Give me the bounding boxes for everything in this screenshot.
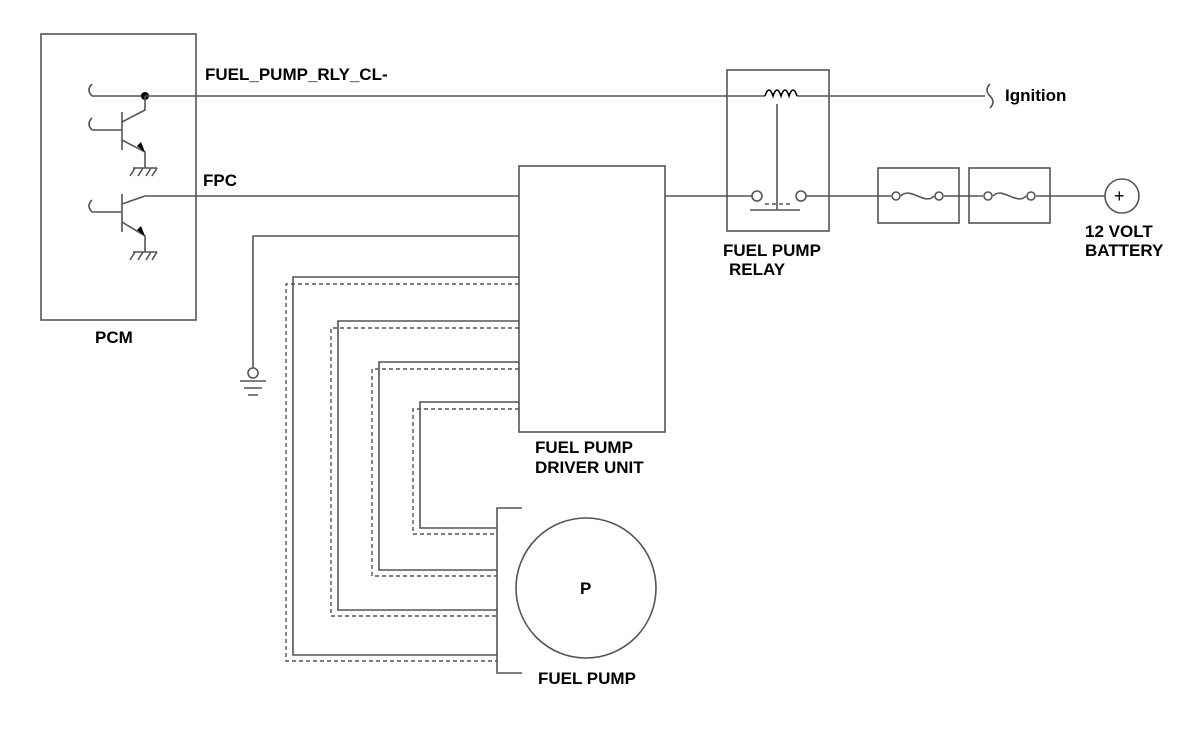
- battery: + 12 VOLT BATTERY: [1085, 178, 1164, 260]
- ignition-label: Ignition: [1005, 86, 1066, 105]
- pump-connector: [496, 507, 522, 674]
- fuel-pump-driver-unit: [518, 165, 666, 433]
- relay-label-line2: RELAY: [729, 260, 786, 279]
- transistor-arrow-top: [137, 142, 145, 152]
- relay-contact-right: [795, 190, 807, 202]
- pcm-transistor-top: [88, 96, 146, 168]
- pump-shield-3: [371, 368, 519, 577]
- fpc-label: FPC: [203, 171, 237, 190]
- relay-signal-label: FUEL_PUMP_RLY_CL-: [205, 65, 388, 84]
- fuse-terminal: [934, 191, 944, 201]
- pump-shield-1: [285, 283, 519, 662]
- pcm-module: PCM: [40, 33, 200, 347]
- pump-wire-4: [419, 401, 519, 529]
- fuse-element-1: [878, 192, 959, 200]
- fuse-terminal: [983, 191, 993, 201]
- pump-motor-circle: [515, 517, 657, 659]
- fuse-element-2: [969, 192, 1050, 200]
- pump-wire-3: [378, 361, 519, 571]
- battery-plus-sign: +: [1114, 186, 1125, 206]
- ground-bars: [240, 380, 266, 396]
- pump-shield-4: [412, 408, 519, 535]
- fuel-pump-label: FUEL PUMP: [538, 669, 636, 688]
- pcm-box: [40, 33, 197, 321]
- transistor-arrow-bottom: [137, 226, 145, 236]
- pcm-label: PCM: [95, 328, 133, 347]
- ignition-connector: [986, 83, 994, 109]
- pcm-input-stub-top: [88, 83, 145, 97]
- relay-coil: [764, 89, 798, 99]
- fuel-pump: P FUEL PUMP: [496, 507, 657, 688]
- pump-wire-2: [337, 320, 519, 611]
- fuse-2: [968, 167, 1051, 224]
- relay-label-line1: FUEL PUMP: [723, 241, 821, 260]
- ground-terminal: [247, 367, 259, 379]
- driver-label-line1: FUEL PUMP: [535, 438, 633, 457]
- pcm-transistor-bottom: [88, 194, 200, 252]
- relay-armature: [750, 104, 800, 211]
- fuse-terminal: [891, 191, 901, 201]
- relay-box: [726, 69, 830, 232]
- driver-ground-wire: [252, 235, 519, 368]
- fuse-1: [877, 167, 960, 224]
- ground-symbol-pcm-bottom: [129, 251, 158, 261]
- relay-contact-left: [751, 190, 763, 202]
- pump-symbol-label: P: [580, 579, 591, 598]
- driver-label-line2: DRIVER UNIT: [535, 458, 644, 477]
- battery-label-line1: 12 VOLT: [1085, 222, 1153, 241]
- battery-label-line2: BATTERY: [1085, 241, 1164, 260]
- fuse-terminal: [1026, 191, 1036, 201]
- pump-shield-2: [330, 327, 519, 617]
- pump-wire-1: [292, 276, 519, 656]
- fuel-pump-relay: FUEL PUMP RELAY: [723, 69, 830, 279]
- battery-symbol: [1104, 178, 1140, 214]
- ground-symbol-driver: [240, 367, 266, 396]
- ground-symbol-pcm-top: [129, 167, 158, 177]
- driver-to-pump-wiring: [285, 276, 519, 662]
